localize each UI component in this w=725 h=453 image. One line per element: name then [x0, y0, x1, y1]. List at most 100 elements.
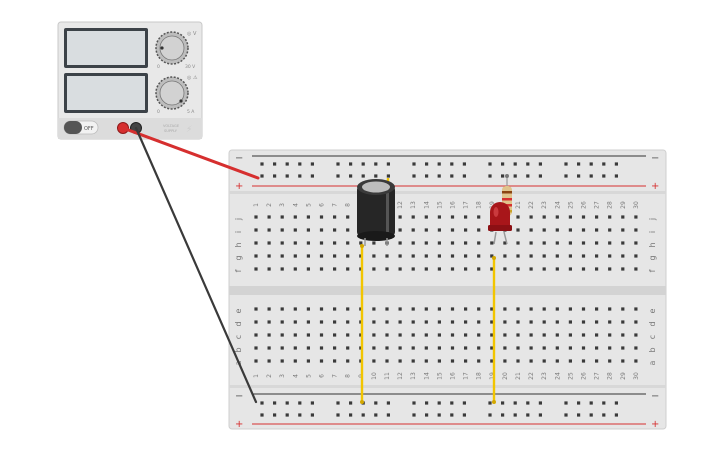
terminal-hole[interactable]	[464, 307, 468, 311]
terminal-hole[interactable]	[568, 359, 572, 363]
terminal-hole[interactable]	[503, 320, 507, 324]
terminal-hole[interactable]	[490, 346, 494, 350]
terminal-hole[interactable]	[595, 215, 599, 219]
terminal-hole[interactable]	[503, 346, 507, 350]
terminal-hole[interactable]	[254, 320, 258, 324]
terminal-hole[interactable]	[267, 359, 271, 363]
rail-hole[interactable]	[310, 413, 314, 417]
terminal-hole[interactable]	[490, 320, 494, 324]
terminal-hole[interactable]	[634, 320, 638, 324]
wires[interactable]	[121, 126, 496, 404]
terminal-hole[interactable]	[437, 254, 441, 258]
terminal-hole[interactable]	[267, 346, 271, 350]
terminal-hole[interactable]	[477, 346, 481, 350]
rail-hole[interactable]	[260, 413, 264, 417]
terminal-hole[interactable]	[306, 215, 310, 219]
terminal-hole[interactable]	[319, 346, 324, 350]
terminal-hole[interactable]	[254, 359, 258, 363]
rail-hole[interactable]	[285, 174, 289, 178]
terminal-hole[interactable]	[529, 346, 533, 350]
terminal-hole[interactable]	[555, 359, 559, 363]
terminal-hole[interactable]	[568, 320, 572, 324]
rail-hole[interactable]	[425, 162, 429, 166]
rail-hole[interactable]	[412, 413, 416, 417]
terminal-hole[interactable]	[424, 254, 428, 258]
terminal-hole[interactable]	[267, 254, 271, 258]
rail-hole[interactable]	[361, 413, 365, 417]
terminal-hole[interactable]	[280, 346, 284, 350]
rail-hole[interactable]	[462, 162, 466, 166]
terminal-hole[interactable]	[621, 254, 625, 258]
rail-hole[interactable]	[450, 401, 454, 405]
rail-hole[interactable]	[336, 401, 340, 405]
terminal-hole[interactable]	[595, 346, 599, 350]
terminal-hole[interactable]	[411, 254, 415, 258]
terminal-hole[interactable]	[306, 307, 310, 311]
terminal-hole[interactable]	[346, 215, 350, 219]
rail-hole[interactable]	[488, 401, 492, 405]
rail-hole[interactable]	[614, 401, 618, 405]
terminal-hole[interactable]	[568, 267, 572, 271]
terminal-hole[interactable]	[333, 267, 337, 271]
terminal-hole[interactable]	[490, 307, 494, 311]
rail-hole[interactable]	[614, 174, 618, 178]
terminal-hole[interactable]	[319, 215, 324, 219]
rail-hole[interactable]	[462, 413, 466, 417]
rail-hole[interactable]	[602, 413, 606, 417]
terminal-hole[interactable]	[254, 267, 258, 271]
rail-hole[interactable]	[614, 162, 618, 166]
terminal-hole[interactable]	[385, 346, 389, 350]
terminal-hole[interactable]	[267, 241, 271, 245]
rail-hole[interactable]	[501, 413, 505, 417]
terminal-hole[interactable]	[293, 359, 297, 363]
terminal-hole[interactable]	[333, 320, 337, 324]
rail-hole[interactable]	[526, 401, 530, 405]
terminal-hole[interactable]	[424, 267, 428, 271]
terminal-hole[interactable]	[464, 267, 468, 271]
terminal-hole[interactable]	[306, 267, 310, 271]
terminal-hole[interactable]	[319, 333, 324, 337]
terminal-hole[interactable]	[319, 254, 324, 258]
terminal-hole[interactable]	[424, 359, 428, 363]
terminal-hole[interactable]	[634, 215, 638, 219]
terminal-hole[interactable]	[621, 320, 625, 324]
terminal-hole[interactable]	[568, 307, 572, 311]
terminal-hole[interactable]	[621, 241, 625, 245]
terminal-hole[interactable]	[293, 228, 297, 232]
terminal-hole[interactable]	[267, 333, 271, 337]
terminal-hole[interactable]	[293, 267, 297, 271]
terminal-hole[interactable]	[372, 241, 376, 245]
rail-hole[interactable]	[488, 174, 492, 178]
terminal-hole[interactable]	[542, 307, 546, 311]
terminal-hole[interactable]	[372, 346, 376, 350]
terminal-hole[interactable]	[450, 359, 455, 363]
terminal-hole[interactable]	[450, 241, 455, 245]
terminal-hole[interactable]	[555, 320, 559, 324]
terminal-hole[interactable]	[450, 215, 455, 219]
terminal-hole[interactable]	[306, 320, 310, 324]
terminal-hole[interactable]	[385, 333, 389, 337]
rail-hole[interactable]	[374, 401, 378, 405]
terminal-hole[interactable]	[542, 346, 546, 350]
terminal-hole[interactable]	[621, 359, 625, 363]
terminal-hole[interactable]	[385, 359, 389, 363]
terminal-hole[interactable]	[490, 241, 494, 245]
rail-hole[interactable]	[361, 162, 365, 166]
terminal-hole[interactable]	[621, 307, 625, 311]
terminal-hole[interactable]	[516, 346, 520, 350]
terminal-hole[interactable]	[254, 333, 258, 337]
terminal-hole[interactable]	[608, 307, 612, 311]
terminal-hole[interactable]	[398, 307, 402, 311]
terminal-hole[interactable]	[333, 241, 337, 245]
terminal-hole[interactable]	[280, 267, 284, 271]
terminal-hole[interactable]	[595, 359, 599, 363]
power-supply[interactable]: ◎ V 0 30 V ◎ ⚠ 0 5 A OFF VOLTAGE SUPPLY …	[57, 21, 203, 140]
terminal-hole[interactable]	[254, 346, 258, 350]
terminal-hole[interactable]	[555, 254, 559, 258]
terminal-hole[interactable]	[267, 320, 271, 324]
terminal-hole[interactable]	[542, 359, 546, 363]
terminal-hole[interactable]	[398, 320, 402, 324]
terminal-hole[interactable]	[346, 359, 350, 363]
terminal-hole[interactable]	[542, 241, 546, 245]
terminal-hole[interactable]	[529, 254, 533, 258]
